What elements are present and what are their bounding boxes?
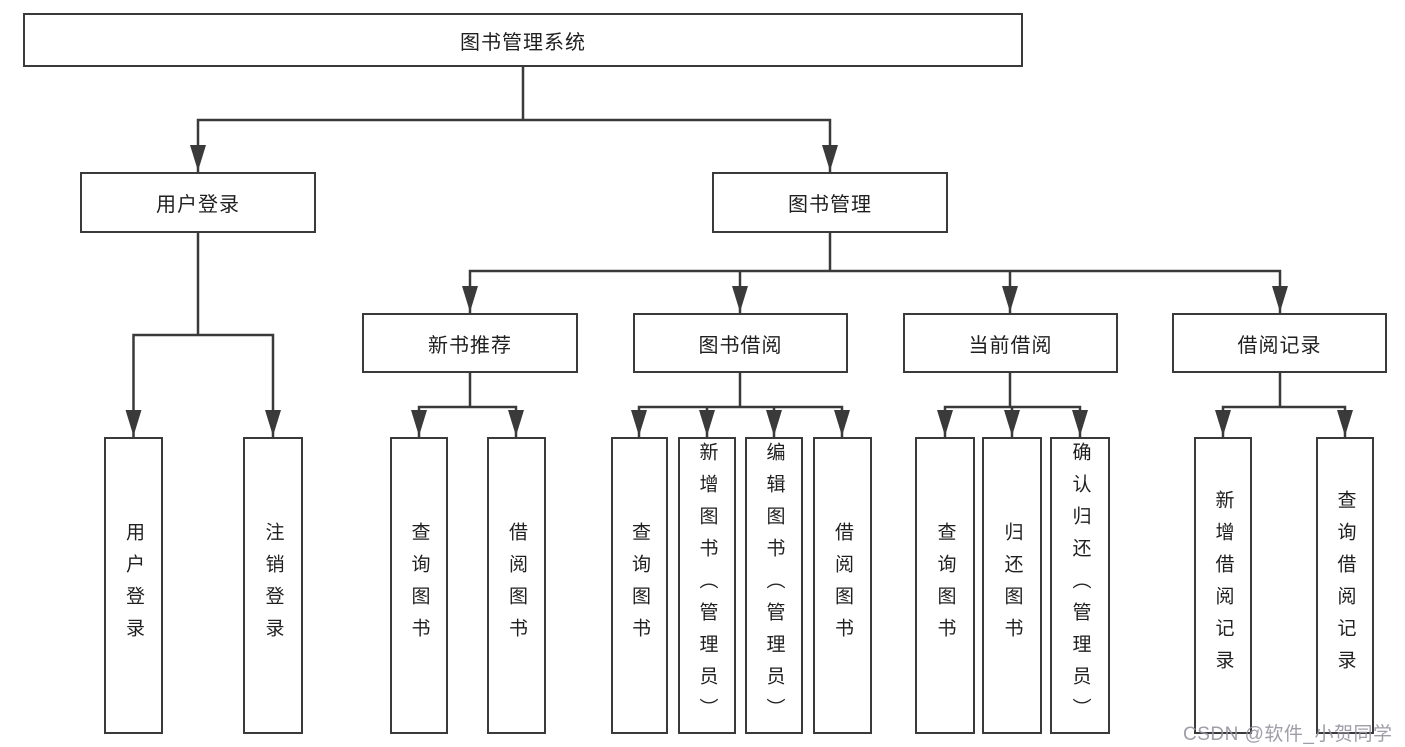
node-user-login-label: 用户登录 (156, 194, 240, 216)
node-current-borrow-label: 当前借阅 (968, 334, 1053, 357)
leaf-edit-book-admin: 编辑图书（管理员） (745, 437, 803, 734)
leaf-edit-book-admin-label: 编辑图书（管理员） (763, 441, 785, 730)
leaf-user-login: 用户登录 (104, 437, 163, 734)
leaf-query-borrow-record-label: 查询借阅记录 (1334, 489, 1356, 682)
node-borrow-record-label: 借阅记录 (1237, 334, 1322, 357)
node-book-management-label: 图书管理 (788, 194, 872, 216)
leaf-add-borrow-record-label: 新增借阅记录 (1212, 489, 1234, 682)
leaf-add-book-admin: 新增图书（管理员） (678, 437, 736, 734)
node-new-book-recommend: 新书推荐 (362, 313, 578, 373)
leaf-query-book-borrow-label: 查询图书 (629, 521, 650, 650)
node-book-borrow-label: 图书借阅 (698, 334, 783, 357)
node-user-login: 用户登录 (80, 172, 316, 233)
leaf-query-book-recommend-label: 查询图书 (408, 521, 430, 650)
node-borrow-record: 借阅记录 (1172, 313, 1387, 373)
leaf-return-book-label: 归还图书 (1001, 521, 1023, 650)
node-root-system: 图书管理系统 (23, 13, 1023, 67)
leaf-add-book-admin-label: 新增图书（管理员） (696, 441, 718, 730)
leaf-confirm-return-admin: 确认归还（管理员） (1050, 437, 1110, 734)
node-root-system-label: 图书管理系统 (460, 31, 586, 54)
leaf-query-book-current: 查询图书 (915, 437, 975, 734)
leaf-borrow-book-recommend: 借阅图书 (487, 437, 546, 734)
leaf-add-borrow-record: 新增借阅记录 (1194, 437, 1252, 734)
leaf-borrow-book-label: 借阅图书 (832, 521, 853, 650)
leaf-query-borrow-record: 查询借阅记录 (1316, 437, 1374, 734)
watermark: CSDN @软件_小贺同学 (1183, 724, 1393, 745)
leaf-query-book-current-label: 查询图书 (934, 521, 956, 650)
leaf-logout-label: 注销登录 (262, 521, 284, 650)
node-book-management: 图书管理 (712, 172, 948, 233)
node-current-borrow: 当前借阅 (903, 313, 1118, 373)
leaf-borrow-book: 借阅图书 (813, 437, 872, 734)
leaf-return-book: 归还图书 (982, 437, 1042, 734)
leaf-user-login-label: 用户登录 (123, 521, 144, 650)
leaf-query-book-recommend: 查询图书 (390, 437, 448, 734)
leaf-confirm-return-admin-label: 确认归还（管理员） (1069, 441, 1091, 730)
arrowheads (125, 145, 1353, 436)
leaf-query-book-borrow: 查询图书 (611, 437, 668, 734)
node-book-borrow: 图书借阅 (633, 313, 848, 373)
leaf-borrow-book-recommend-label: 借阅图书 (506, 521, 527, 650)
leaf-logout: 注销登录 (243, 437, 303, 734)
node-new-book-recommend-label: 新书推荐 (428, 334, 512, 357)
